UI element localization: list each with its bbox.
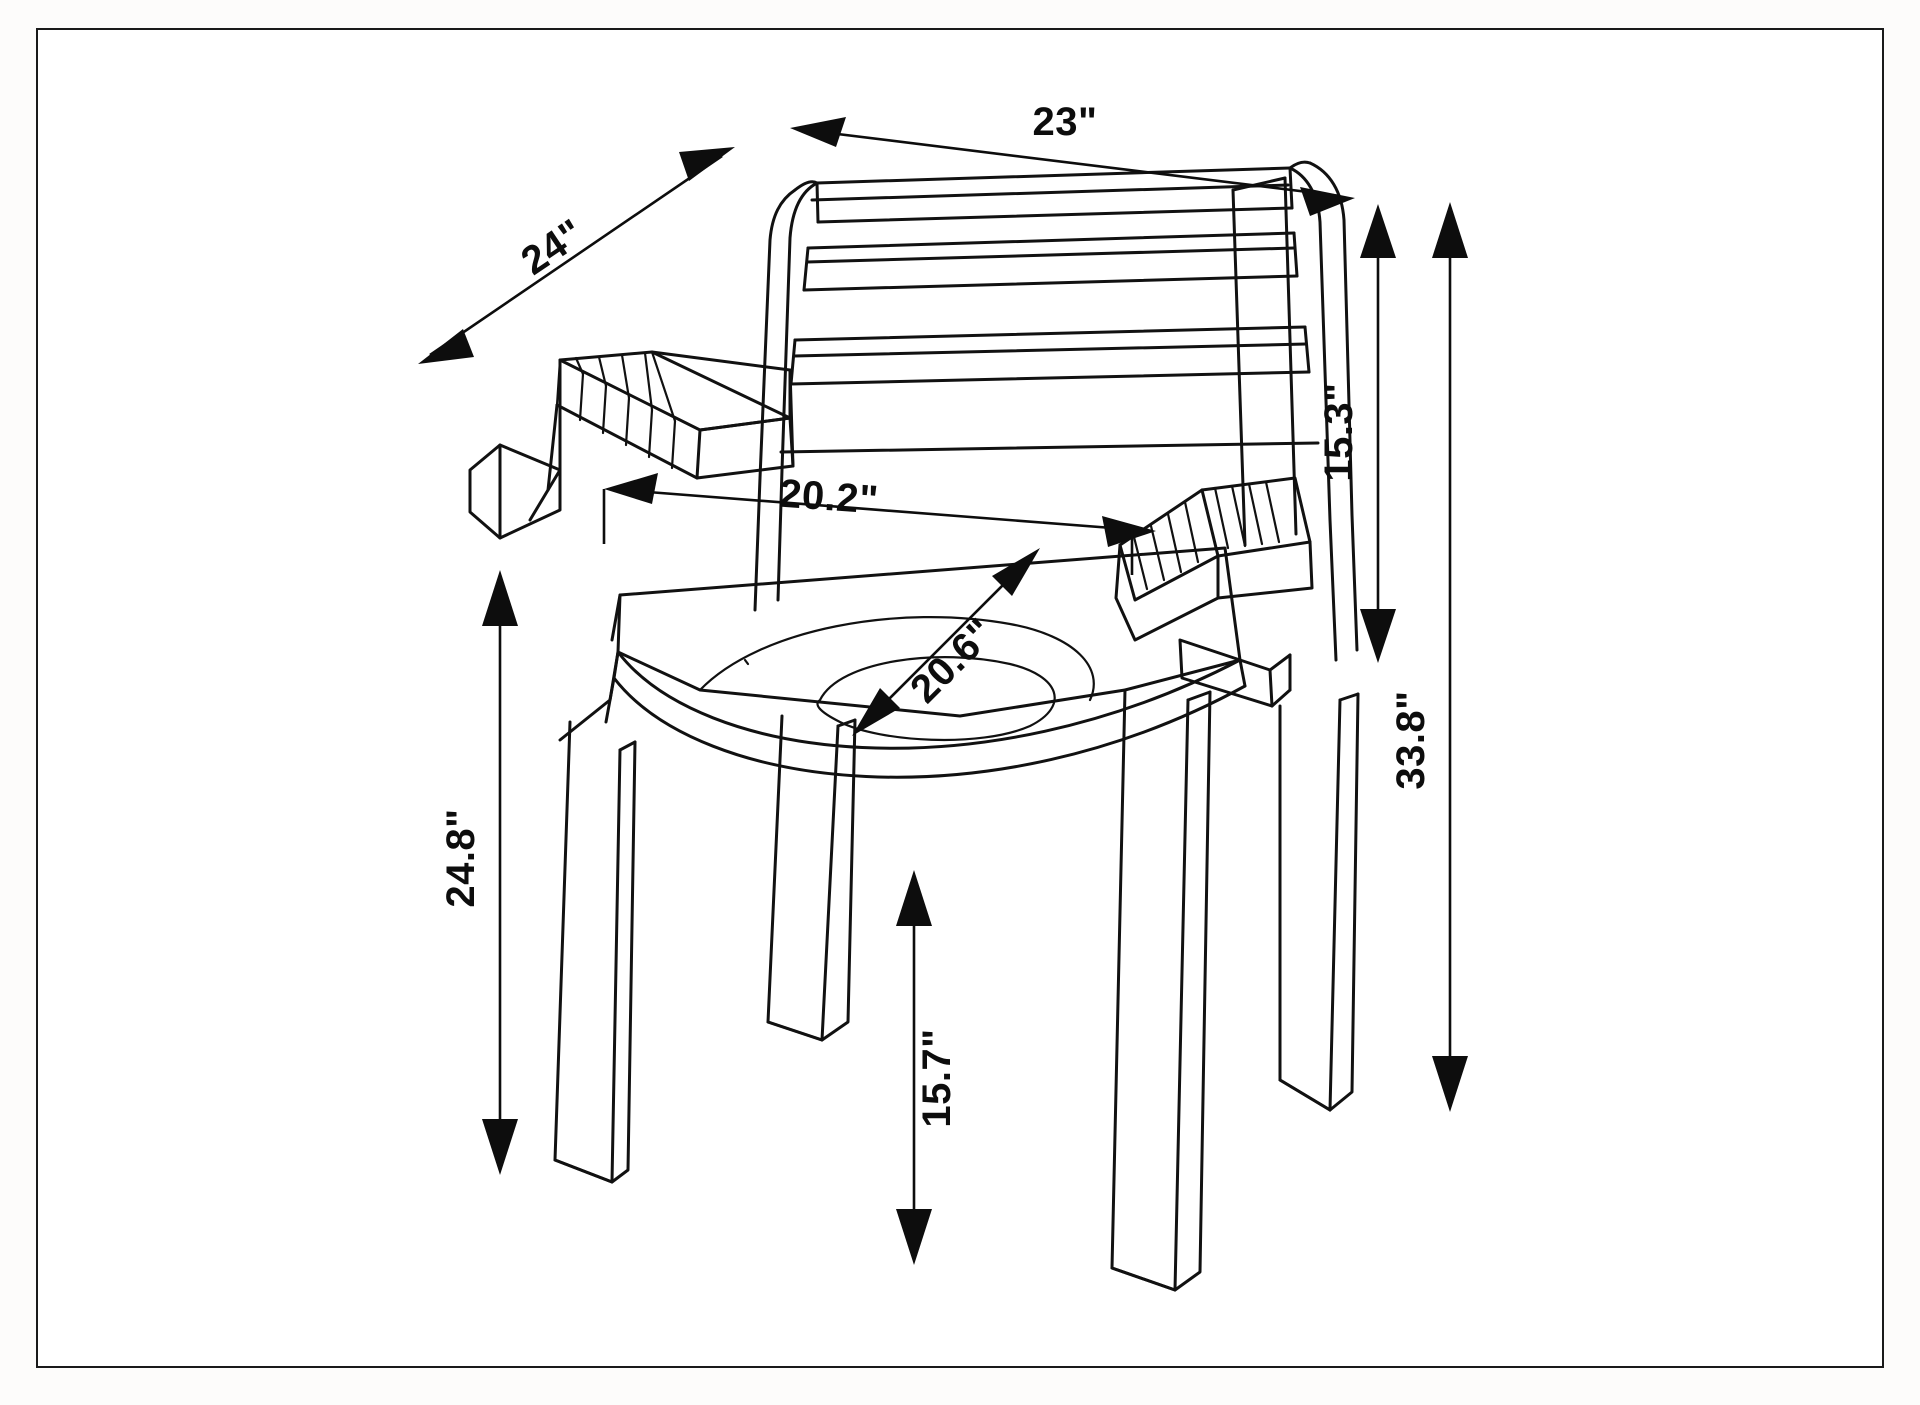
arrowhead-right <box>1300 187 1355 216</box>
dimension-label-arm-height: 24.8" <box>439 808 483 907</box>
arrowhead-right <box>1102 516 1156 547</box>
dimension-back-height: 15.3" <box>1317 204 1396 663</box>
dimension-seat-height: 15.7" <box>896 870 959 1265</box>
arrowhead-lower-left <box>852 688 900 736</box>
arrowhead-lower-left <box>418 329 474 364</box>
arrowhead-upper-right <box>679 147 735 181</box>
arrowhead-down <box>1432 1056 1468 1112</box>
chair-illustration <box>468 160 1360 1292</box>
arrowhead-upper-right <box>992 548 1040 596</box>
dimension-label-arm-span: 20.2" <box>778 472 880 523</box>
arrowhead-up <box>1432 202 1468 258</box>
arrowhead-down <box>1360 609 1396 663</box>
arrowhead-up <box>1360 204 1396 258</box>
arrowhead-left <box>790 117 846 147</box>
dimension-label-seat-height: 15.7" <box>915 1028 959 1127</box>
arrowhead-down <box>482 1119 518 1175</box>
dimension-label-depth: 24" <box>513 211 591 284</box>
dimension-overall-height: 33.8" <box>1389 202 1468 1112</box>
dimension-label-back-height: 15.3" <box>1317 382 1361 481</box>
drawing-border-frame <box>36 28 1884 1368</box>
dimension-overall-width: 23" <box>790 100 1355 216</box>
arrowhead-up <box>482 570 518 626</box>
arrowhead-left <box>604 473 658 504</box>
dimension-arm-height: 24.8" <box>439 570 518 1175</box>
dimension-arm-span: 20.2" <box>602 472 1156 575</box>
dimension-label-overall-height: 33.8" <box>1389 690 1433 789</box>
dimension-overall-depth: 24" <box>418 147 735 364</box>
dimension-label-width: 23" <box>1033 100 1098 144</box>
arrowhead-down <box>896 1209 932 1265</box>
arrowhead-up <box>896 870 932 926</box>
